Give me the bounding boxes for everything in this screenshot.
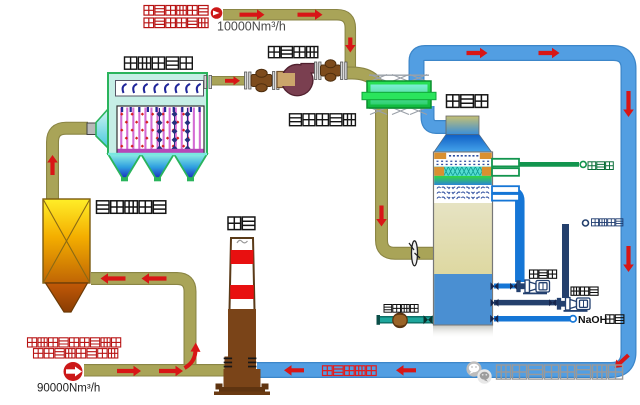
svg-text:90000Nm³/h: 90000Nm³/h [37,383,100,395]
svg-text:NaOH: NaOH [578,314,607,326]
svg-text:10000Nm³/h: 10000Nm³/h [217,20,286,34]
